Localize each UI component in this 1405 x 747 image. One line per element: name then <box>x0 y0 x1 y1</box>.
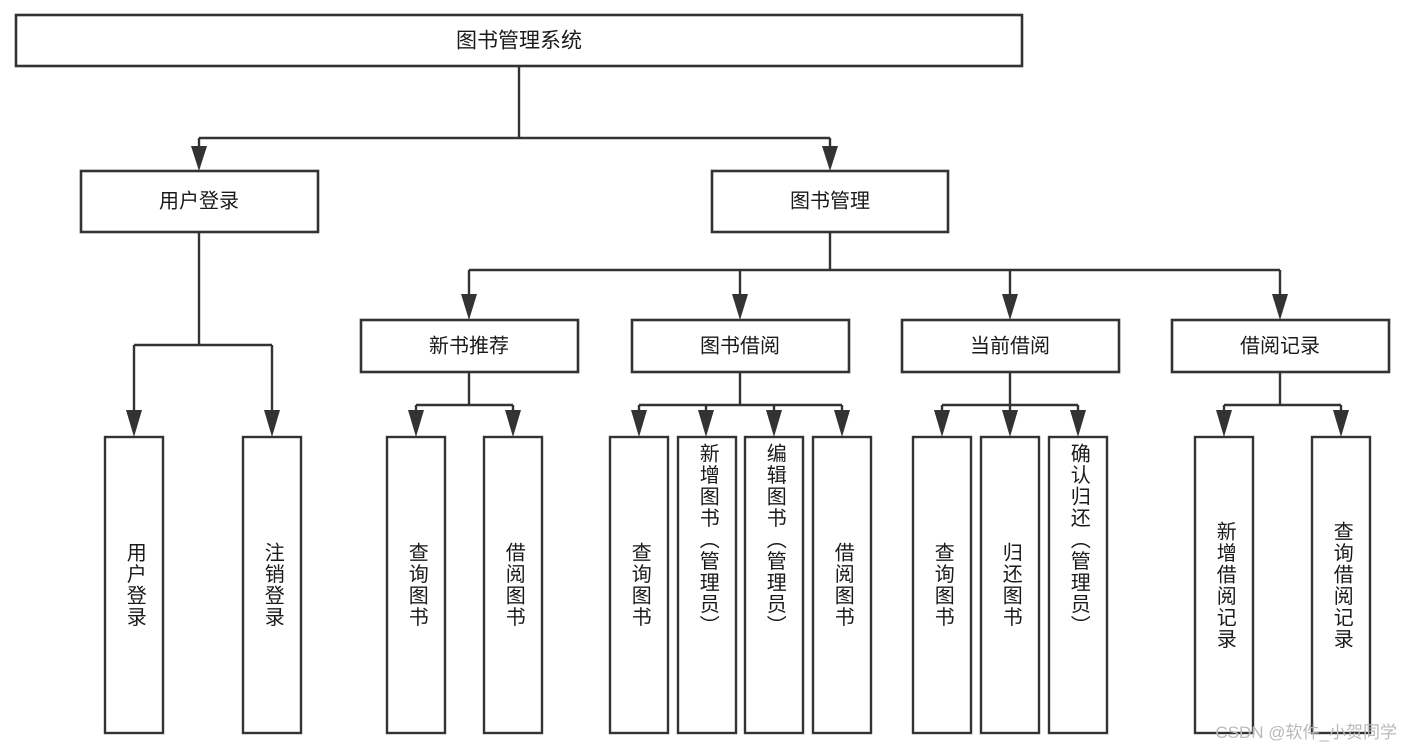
arrowhead-leaf-confirm-return <box>1070 410 1086 437</box>
arrowhead-leaf-add-book <box>698 410 714 437</box>
node-leaf-edit-book[interactable] <box>743 435 805 735</box>
node-label: 图书管理 <box>790 189 870 212</box>
arrowhead-leaf-borrow-book-2 <box>834 410 850 437</box>
node-box <box>1047 435 1109 735</box>
arrowhead-user-login <box>191 146 207 171</box>
node-label: 当前借阅 <box>970 334 1050 357</box>
node-leaf-query-book-1[interactable] <box>385 435 447 735</box>
node-leaf-query-record[interactable] <box>1310 435 1372 735</box>
node-leaf-add-record[interactable] <box>1193 435 1255 735</box>
node-current-borrow[interactable]: 当前借阅 <box>900 318 1121 374</box>
node-box <box>979 435 1041 735</box>
node-box <box>743 435 805 735</box>
arrowhead-leaf-query-book-3 <box>934 410 950 437</box>
node-leaf-query-book-3[interactable] <box>911 435 973 735</box>
node-label: 用户登录 <box>159 189 239 212</box>
arrowhead-leaf-edit-book <box>766 410 782 437</box>
node-user-login[interactable]: 用户登录 <box>79 169 320 234</box>
node-box <box>359 318 580 374</box>
node-leaf-return-book[interactable] <box>979 435 1041 735</box>
arrowhead-book-manage <box>822 146 838 171</box>
node-label: 图书借阅 <box>700 334 780 357</box>
node-label: 借阅记录 <box>1240 334 1320 357</box>
node-box <box>608 435 670 735</box>
node-leaf-borrow-book-2[interactable] <box>811 435 873 735</box>
arrowhead-leaf-logout-login <box>264 410 280 437</box>
arrowhead-leaf-return-book <box>1002 410 1018 437</box>
arrowhead-new-book-recommend <box>461 294 477 320</box>
node-label: 新书推荐 <box>429 334 509 357</box>
node-box <box>811 435 873 735</box>
node-leaf-add-book[interactable] <box>676 435 738 735</box>
node-box <box>385 435 447 735</box>
node-borrow-record[interactable]: 借阅记录 <box>1170 318 1391 374</box>
node-box <box>911 435 973 735</box>
node-leaf-confirm-return[interactable] <box>1047 435 1109 735</box>
arrowhead-leaf-query-book-1 <box>408 410 424 437</box>
node-book-manage[interactable]: 图书管理 <box>710 169 950 234</box>
node-box <box>900 318 1121 374</box>
node-box <box>1170 318 1391 374</box>
node-box <box>630 318 851 374</box>
node-box <box>710 169 950 234</box>
node-leaf-query-book-2[interactable] <box>608 435 670 735</box>
arrowhead-borrow-record <box>1272 294 1288 320</box>
node-new-book-recommend[interactable]: 新书推荐 <box>359 318 580 374</box>
node-box <box>241 435 303 735</box>
node-book-borrow[interactable]: 图书借阅 <box>630 318 851 374</box>
node-book-management-system[interactable]: 图书管理系统 <box>14 13 1024 68</box>
arrowhead-leaf-borrow-book-1 <box>505 410 521 437</box>
node-label: 图书管理系统 <box>456 30 582 53</box>
node-box <box>1193 435 1255 735</box>
csdn-watermark: CSDN @软件_小贺同学 <box>1215 723 1397 742</box>
arrowhead-leaf-user-login <box>126 410 142 437</box>
arrowhead-leaf-query-book-2 <box>631 410 647 437</box>
node-box <box>14 13 1024 68</box>
node-leaf-user-login[interactable] <box>103 435 165 735</box>
node-box <box>482 435 544 735</box>
node-box <box>1310 435 1372 735</box>
node-leaf-borrow-book-1[interactable] <box>482 435 544 735</box>
arrowhead-leaf-add-record <box>1216 410 1232 437</box>
arrowhead-current-borrow <box>1002 294 1018 320</box>
node-box <box>103 435 165 735</box>
arrowhead-book-borrow <box>732 294 748 320</box>
node-leaf-logout-login[interactable] <box>241 435 303 735</box>
arrowhead-leaf-query-record <box>1333 410 1349 437</box>
node-box <box>676 435 738 735</box>
